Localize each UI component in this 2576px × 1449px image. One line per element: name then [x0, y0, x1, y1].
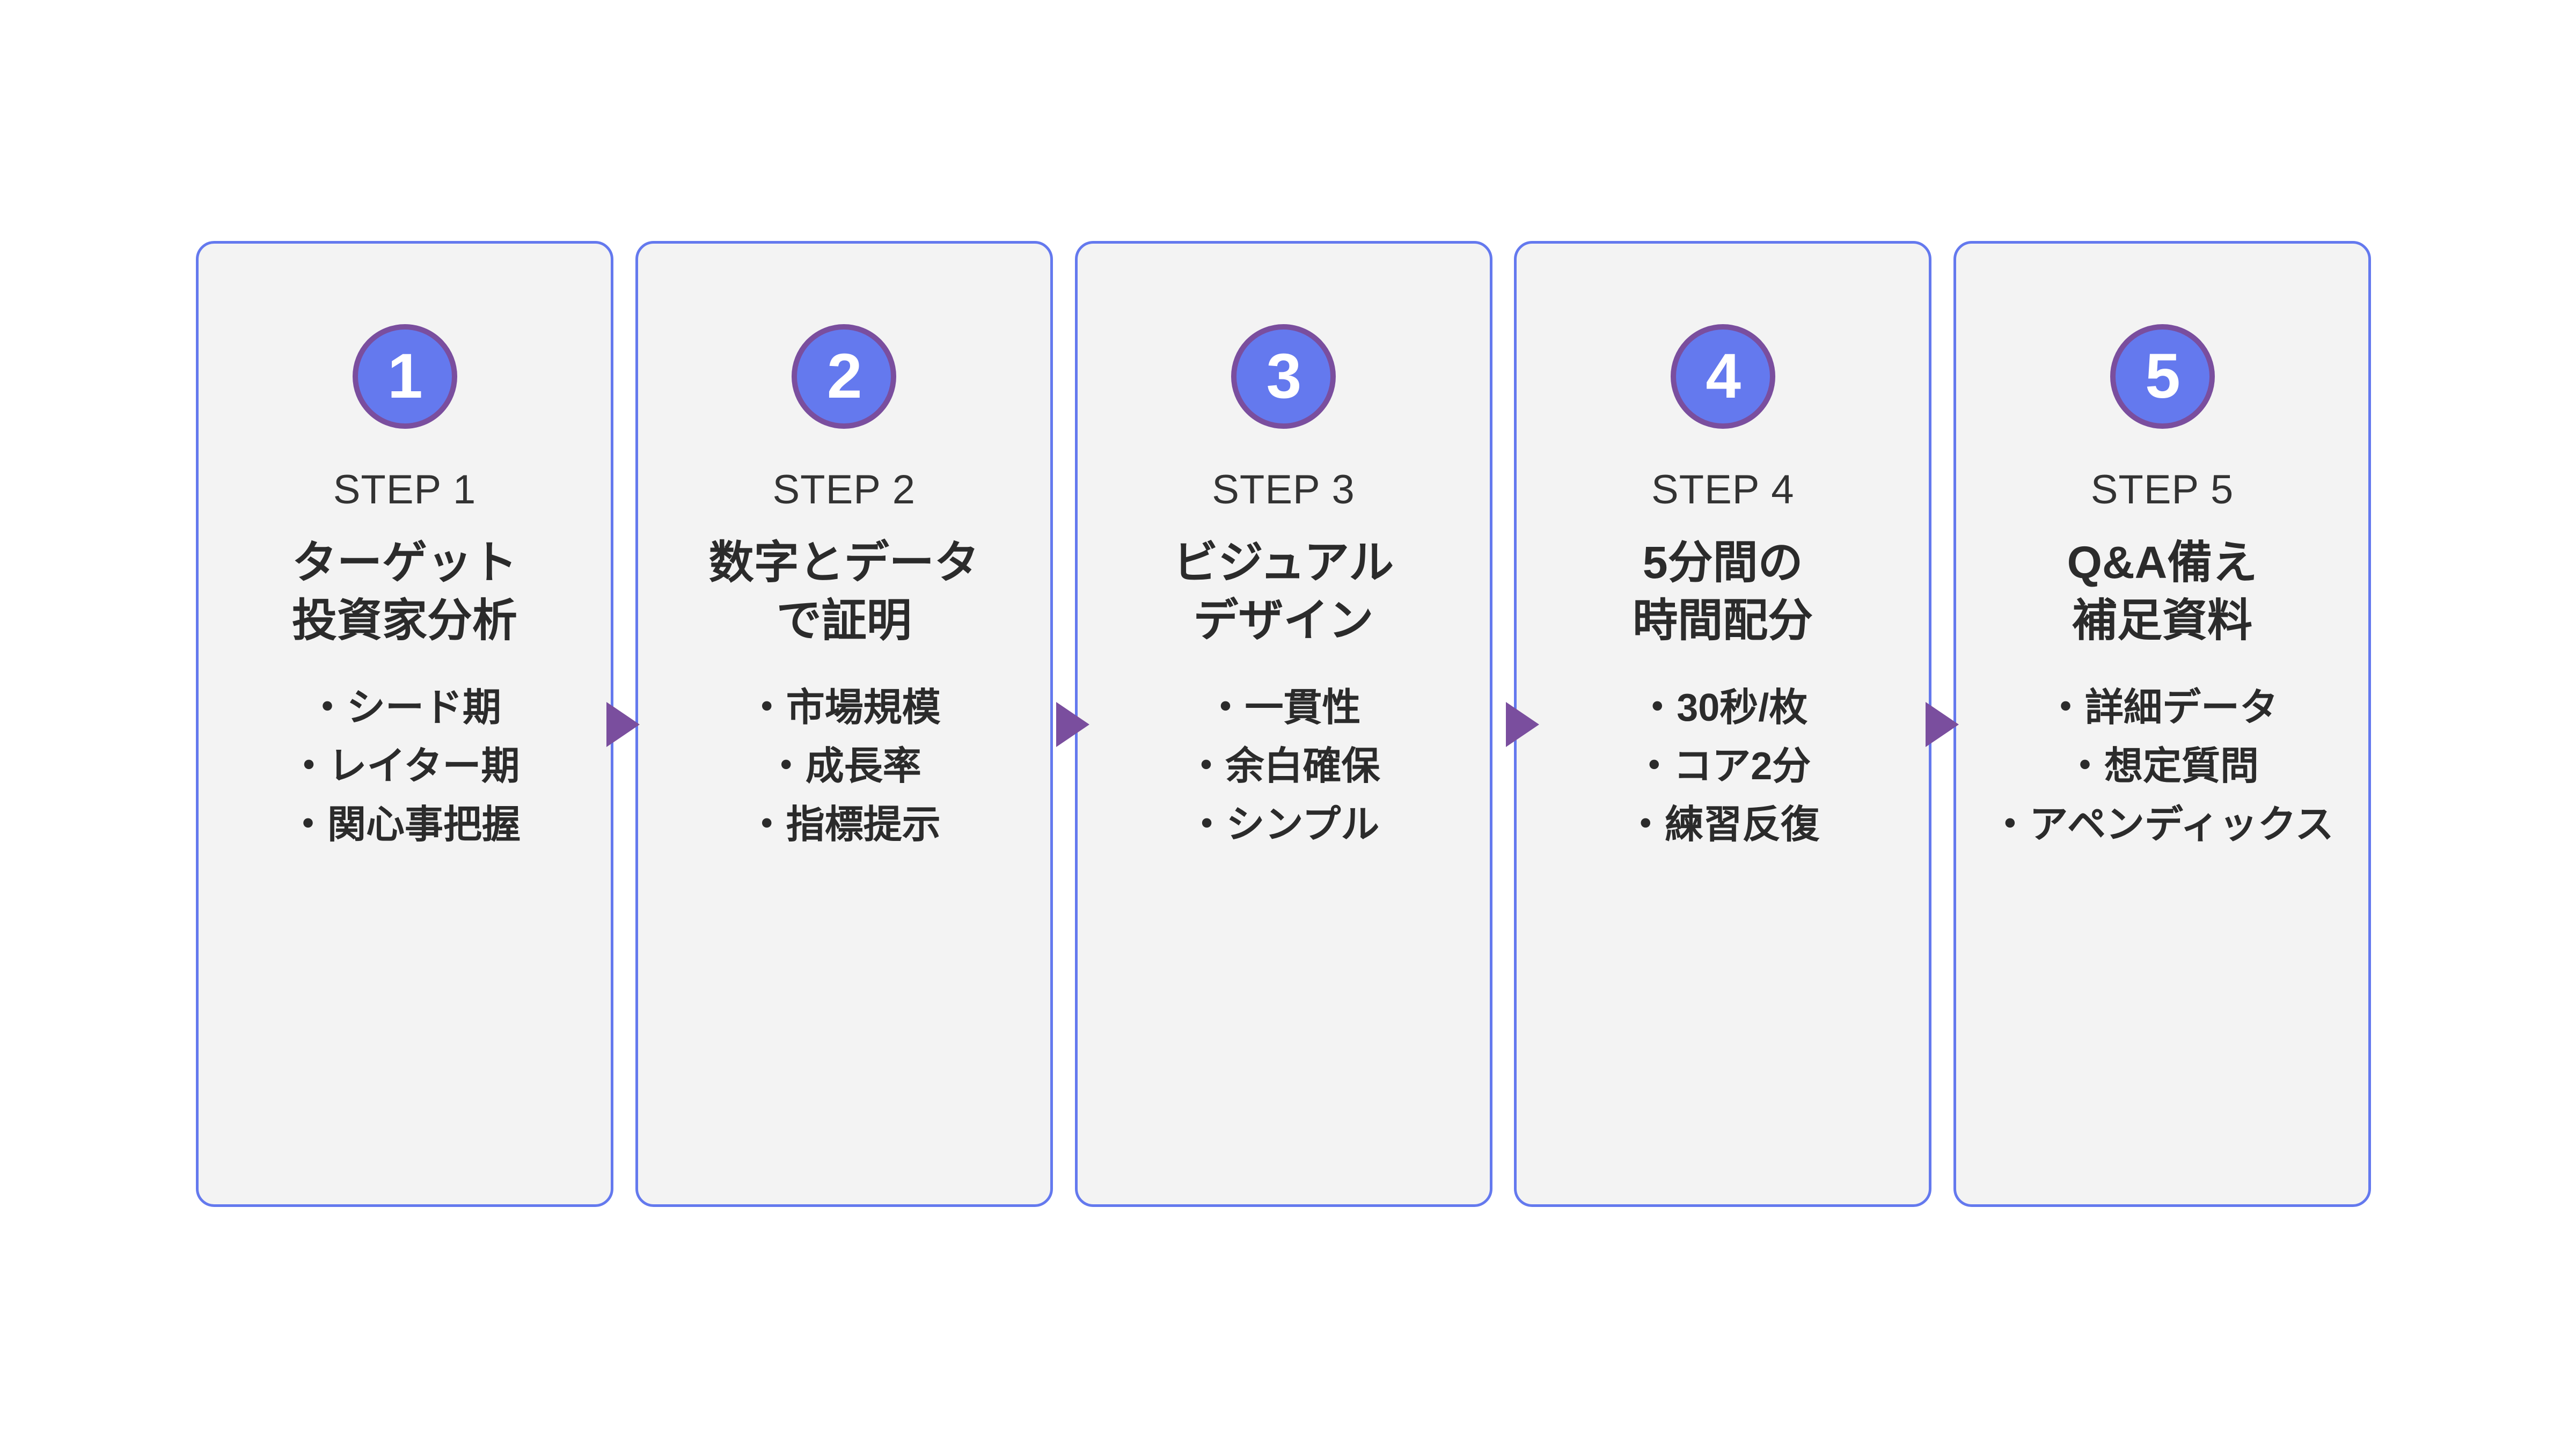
- step-card-1[interactable]: 1 STEP 1 ターゲット 投資家分析 ・シード期 ・レイター期 ・関心事把握: [196, 241, 613, 1207]
- step-label-2: STEP 2: [772, 467, 916, 513]
- bullet-item: ・シンプル: [1187, 803, 1380, 847]
- step-label-5: STEP 5: [2090, 467, 2234, 513]
- bullet-item: ・レイター期: [289, 745, 520, 788]
- step-card-3[interactable]: 3 STEP 3 ビジュアル デザイン ・一貫性 ・余白確保 ・シンプル: [1074, 241, 1492, 1207]
- bullet-item: ・シード期: [308, 686, 501, 730]
- step-number-badge-4: 4: [1670, 324, 1775, 429]
- triangle-right-arrow-icon: [1056, 702, 1089, 747]
- step-card-4[interactable]: 4 STEP 4 5分間の 時間配分 ・30秒/枚 ・コア2分 ・練習反復: [1514, 241, 1932, 1207]
- bullet-item: ・30秒/枚: [1638, 686, 1808, 730]
- step-number-badge-1: 1: [352, 324, 457, 429]
- bullet-item: ・アペンディックス: [1990, 803, 2334, 847]
- step-title-line-5b: 補足資料: [2072, 595, 2252, 646]
- step-bullet-list-1: ・シード期 ・レイター期 ・関心事把握: [199, 683, 611, 851]
- step-title-3: ビジュアル デザイン: [1173, 534, 1394, 649]
- bullet-item: ・コア2分: [1635, 745, 1811, 788]
- bullet-item: ・余白確保: [1187, 745, 1380, 788]
- triangle-right-arrow-icon: [1506, 702, 1539, 747]
- step-bullet-list-3: ・一貫性 ・余白確保 ・シンプル: [1078, 683, 1490, 851]
- step-card-2[interactable]: 2 STEP 2 数字とデータ で証明 ・市場規模 ・成長率 ・指標提示: [635, 241, 1053, 1207]
- bullet-item: ・指標提示: [747, 803, 941, 847]
- bullet-item: ・練習反復: [1626, 803, 1820, 847]
- step-title-5: Q&A備え 補足資料: [2067, 534, 2258, 649]
- bullet-item: ・一貫性: [1206, 686, 1361, 730]
- step-card-5[interactable]: 5 STEP 5 Q&A備え 補足資料 ・詳細データ ・想定質問 ・アペンディッ…: [1953, 241, 2371, 1207]
- step-title-line-2a: 数字とデータ: [708, 537, 979, 588]
- step-title-1: ターゲット 投資家分析: [292, 534, 517, 649]
- step-title-4: 5分間の 時間配分: [1633, 534, 1813, 649]
- step-title-line-3a: ビジュアル: [1173, 537, 1394, 588]
- step-title-line-3b: デザイン: [1193, 595, 1374, 646]
- step-number-badge-3: 3: [1231, 324, 1336, 429]
- step-title-line-1a: ターゲット: [291, 537, 517, 588]
- step-title-line-4a: 5分間の: [1642, 537, 1803, 588]
- step-bullet-list-2: ・市場規模 ・成長率 ・指標提示: [638, 683, 1050, 851]
- step-title-line-1b: 投資家分析: [291, 595, 517, 646]
- step-bullet-list-5: ・詳細データ ・想定質問 ・アペンディックス: [1956, 683, 2368, 851]
- step-title-line-5a: Q&A備え: [2067, 537, 2258, 588]
- step-number-badge-5: 5: [2110, 324, 2215, 429]
- bullet-item: ・詳細データ: [2046, 686, 2278, 730]
- step-label-1: STEP 1: [333, 467, 477, 513]
- step-title-2: 数字とデータ で証明: [709, 534, 979, 649]
- step-title-line-2b: で証明: [776, 595, 912, 646]
- triangle-right-arrow-icon: [1926, 702, 1959, 747]
- bullet-item: ・想定質問: [2065, 745, 2259, 788]
- bullet-item: ・成長率: [766, 745, 921, 788]
- step-flow-row: 1 STEP 1 ターゲット 投資家分析 ・シード期 ・レイター期 ・関心事把握…: [196, 241, 2371, 1207]
- step-label-3: STEP 3: [1212, 467, 1355, 513]
- bullet-item: ・市場規模: [747, 686, 941, 730]
- step-title-line-4b: 時間配分: [1633, 595, 1813, 646]
- step-label-4: STEP 4: [1651, 467, 1795, 513]
- bullet-item: ・関心事把握: [288, 803, 521, 847]
- step-bullet-list-4: ・30秒/枚 ・コア2分 ・練習反復: [1517, 683, 1929, 851]
- triangle-right-arrow-icon: [606, 702, 640, 747]
- step-number-badge-2: 2: [792, 324, 897, 429]
